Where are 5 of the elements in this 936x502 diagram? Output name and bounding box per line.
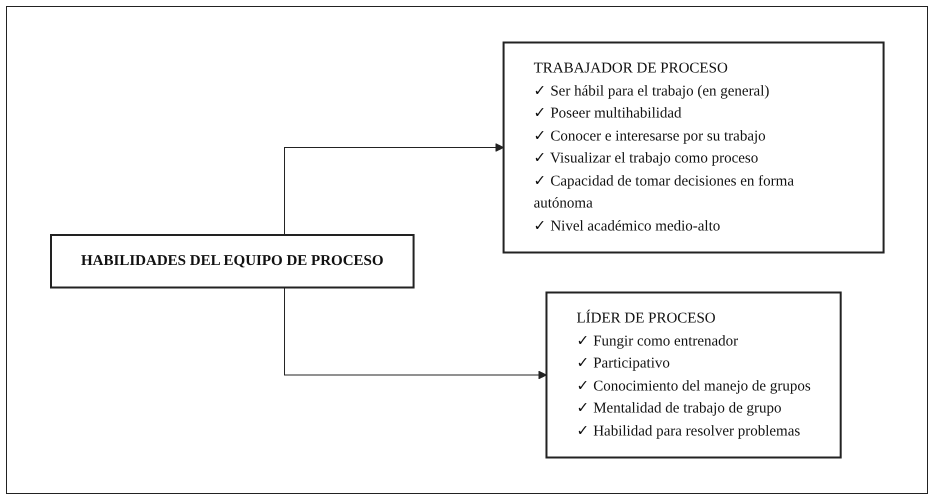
arrow: [284, 287, 547, 380]
node-box: TRABAJADOR DE PROCESO ✓ Ser hábil para el trabajo (en general) ✓ Poseer multihabilidad ✓ Conocer e interesarse por su trabajo ✓ Visualizar el trabajo como proceso ✓ Capacidad de tomar decisiones en forma autónoma ✓ Nivel académico medio-alto: [502, 42, 884, 254]
node-box: LÍDER DE PROCESO ✓ Fungir como entrenador ✓ Participativo ✓ Conocimiento del manejo de grupos ✓ Mentalidad de trabajo de grupo ✓ Habilidad para resolver problemas: [545, 292, 842, 458]
arrow: [284, 143, 504, 236]
node-box: HABILIDADES DEL EQUIPO DE PROCESO: [50, 234, 414, 288]
